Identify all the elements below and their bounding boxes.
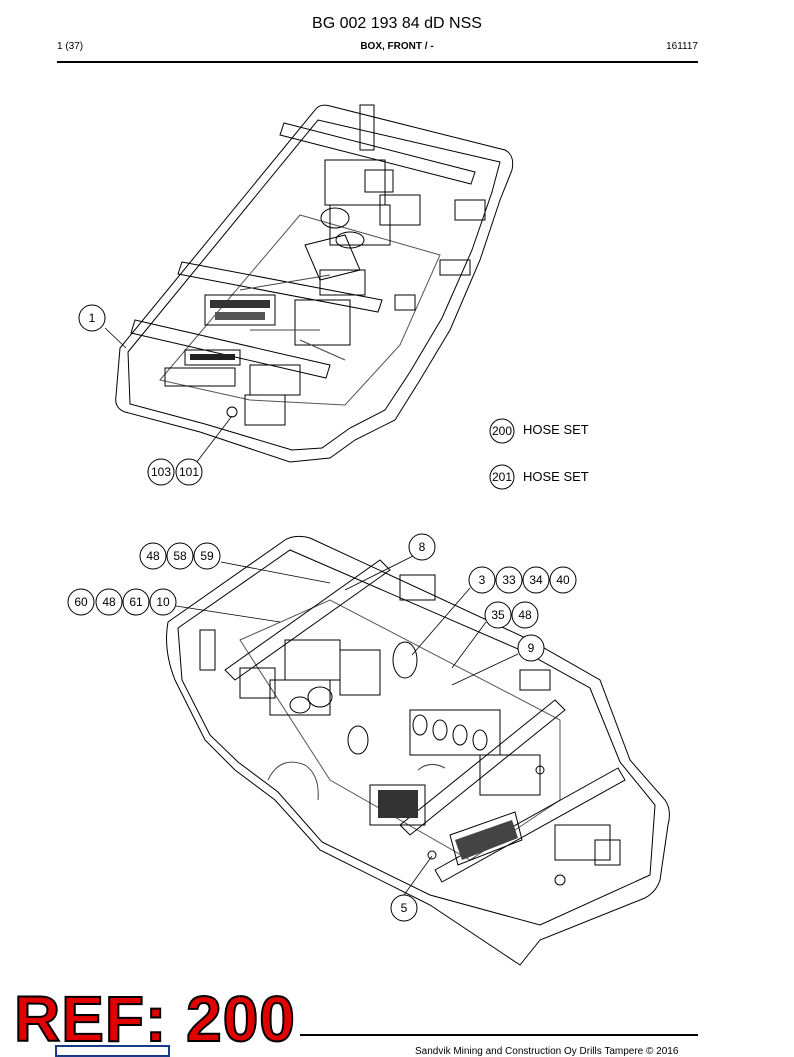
callout-9 <box>517 634 545 662</box>
callout-34-label: 34 <box>529 573 543 587</box>
callout-59-label: 59 <box>200 549 214 563</box>
page-number: 1 (37) <box>57 41 84 52</box>
callout-103-label: 103 <box>151 465 171 479</box>
callout-33-label: 33 <box>502 573 516 587</box>
callout-1-label: 1 <box>89 311 96 325</box>
ref-stamp: REF: 200 <box>13 982 296 1056</box>
callout-8-label: 8 <box>419 540 426 554</box>
callout-48-b-label: 48 <box>102 595 116 609</box>
legend-circle-201 <box>489 464 515 490</box>
callout-40 <box>549 566 577 594</box>
callout-3 <box>468 566 496 594</box>
callout-101 <box>175 458 203 486</box>
callout-5-label: 5 <box>401 901 408 915</box>
callout-58 <box>166 542 194 570</box>
top-assembly-illustration <box>115 104 514 463</box>
document-date: 161117 <box>666 41 698 52</box>
footer-copyright: Sandvik Mining and Construction Oy Drill… <box>415 1046 679 1057</box>
callout-61-label: 61 <box>129 595 143 609</box>
document-title: BG 002 193 84 dD NSS <box>312 15 482 32</box>
callout-34 <box>522 566 550 594</box>
callout-9-label: 9 <box>528 641 535 655</box>
callout-10-label: 10 <box>156 595 170 609</box>
callout-60-label: 60 <box>74 595 88 609</box>
top-leader-lines <box>104 327 233 464</box>
document-subtitle: BOX, FRONT / - <box>360 41 434 52</box>
legend-201-label: HOSE SET <box>523 469 589 484</box>
bottom-assembly-illustration <box>166 535 670 966</box>
legend-circle-200 <box>489 418 515 444</box>
callout-33 <box>495 566 523 594</box>
callout-3-label: 3 <box>479 573 486 587</box>
callout-48-c <box>511 601 539 629</box>
callout-59 <box>193 542 221 570</box>
callout-48-b <box>95 588 123 616</box>
header-rule <box>57 61 698 63</box>
callout-103 <box>147 458 175 486</box>
callout-40-label: 40 <box>556 573 570 587</box>
callout-8 <box>408 533 436 561</box>
callout-10 <box>149 588 177 616</box>
callout-61 <box>122 588 150 616</box>
legend-201-number: 201 <box>492 470 512 484</box>
callout-35 <box>484 601 512 629</box>
callout-48-c-label: 48 <box>518 608 532 622</box>
footer-rule <box>300 1034 698 1036</box>
legend-200-number: 200 <box>492 424 512 438</box>
callout-58-label: 58 <box>173 549 187 563</box>
callout-60 <box>67 588 95 616</box>
legend-200-label: HOSE SET <box>523 422 589 437</box>
callout-1 <box>78 304 106 332</box>
bottom-leader-lines <box>175 555 519 896</box>
callout-35-label: 35 <box>491 608 505 622</box>
callout-48-a <box>139 542 167 570</box>
callout-5 <box>390 894 418 922</box>
callout-101-label: 101 <box>179 465 199 479</box>
callout-48-a-label: 48 <box>146 549 160 563</box>
